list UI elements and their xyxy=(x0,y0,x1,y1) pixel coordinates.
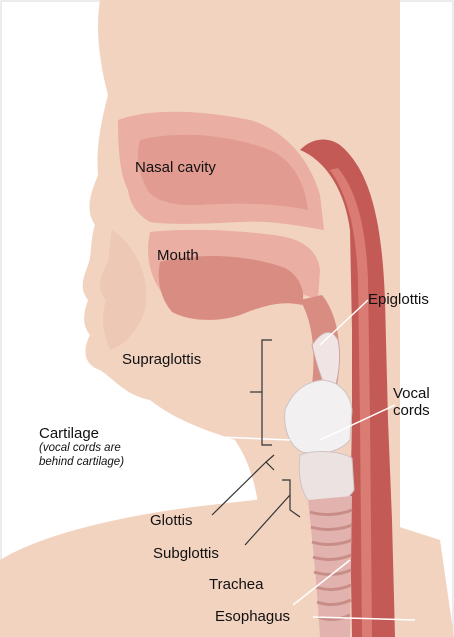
label-subglottis: Subglottis xyxy=(153,545,219,562)
larynx-lower-shape xyxy=(299,452,354,505)
label-cartilage: Cartilage xyxy=(39,425,99,442)
label-vocal-cords-line1: Vocal xyxy=(393,385,430,402)
label-cartilage-note-line1: (vocal cords are xyxy=(39,442,121,455)
label-mouth: Mouth xyxy=(157,247,199,264)
label-esophagus: Esophagus xyxy=(215,608,290,625)
label-supraglottis: Supraglottis xyxy=(122,351,201,368)
label-trachea: Trachea xyxy=(209,576,263,593)
label-vocal-cords-line2: cords xyxy=(393,402,430,419)
label-cartilage-note-line2: behind cartilage) xyxy=(39,456,124,469)
label-epiglottis: Epiglottis xyxy=(368,291,429,308)
label-glottis: Glottis xyxy=(150,512,193,529)
label-nasal-cavity: Nasal cavity xyxy=(135,159,216,176)
